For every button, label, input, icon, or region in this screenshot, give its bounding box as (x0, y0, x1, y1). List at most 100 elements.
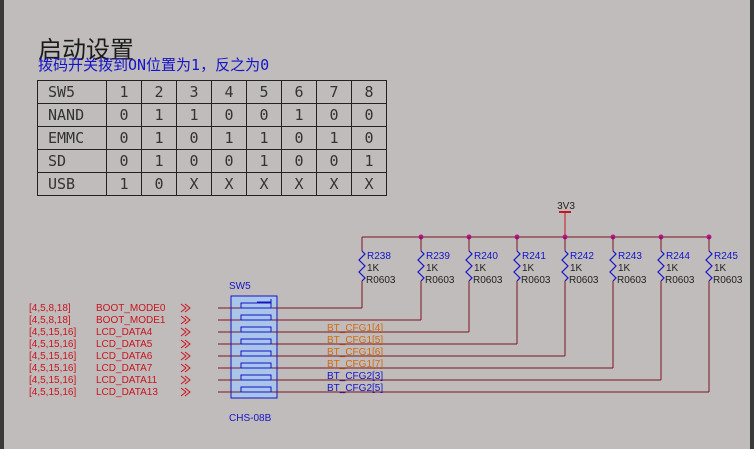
table-header-cell: 1 (106, 80, 142, 104)
resistor-value-label: 1K (426, 263, 439, 274)
switch-contact (240, 374, 272, 381)
table-cell: 1 (141, 149, 177, 173)
net-name-label: LCD_DATA7 (96, 363, 153, 374)
offpage-arrow (184, 375, 191, 385)
net-name-label: LCD_DATA4 (96, 327, 153, 338)
table-cell: X (246, 172, 282, 196)
table-header-row: SW5 1 2 3 4 5 6 7 8 (37, 80, 387, 104)
resistor-ref-label: R238 (367, 251, 391, 262)
boot-cfg-label: BT_CFG1[6] (327, 347, 383, 358)
table-header-cell: 6 (281, 80, 317, 104)
resistor-symbol (465, 250, 473, 282)
table-row: SD 0 1 0 0 1 0 0 1 (37, 149, 387, 173)
boot-cfg-label: BT_CFG1[5] (327, 335, 383, 346)
boot-cfg-label: BT_CFG2[5] (327, 383, 383, 394)
resistor-value-label: 1K (474, 263, 487, 274)
table-cell: 1 (281, 103, 317, 127)
resistor-ref-label: R242 (570, 251, 594, 262)
table-row: EMMC 0 1 0 1 1 0 1 0 (37, 126, 387, 150)
offpage-arrow (184, 303, 191, 313)
net-name-label: BOOT_MODE1 (96, 315, 166, 326)
net-sheet-ref: [4,5,15,16] (29, 387, 76, 398)
switch-contact (240, 314, 272, 321)
switch-contact (240, 326, 272, 333)
net-sheet-ref: [4,5,8,18] (29, 303, 71, 314)
page-title: 启动设置 (38, 36, 134, 64)
table-cell: 0 (211, 103, 247, 127)
table-cell: 0 (246, 103, 282, 127)
offpage-arrow (184, 327, 191, 337)
table-cell: EMMC (37, 126, 107, 150)
offpage-arrow (184, 339, 191, 349)
offpage-arrow (180, 327, 187, 337)
page-subtitle: 拨码开关拨到ON位置为1，反之为0 (38, 56, 270, 74)
table-row: USB 1 0 X X X X X X (37, 172, 387, 196)
offpage-arrow (184, 351, 191, 361)
net-sheet-ref: [4,5,15,16] (29, 327, 76, 338)
resistor-value-label: 1K (714, 263, 727, 274)
power-label: 3V3 (557, 201, 575, 212)
boot-cfg-label: BT_CFG1[7] (327, 359, 383, 370)
offpage-arrow (184, 363, 191, 373)
offpage-arrow (180, 351, 187, 361)
resistor-value-label: 1K (666, 263, 679, 274)
resistor-symbol (657, 250, 665, 282)
resistor-package-label: R0603 (617, 275, 647, 286)
resistor-value-label: 1K (522, 263, 535, 274)
table-cell: 0 (106, 126, 142, 150)
offpage-arrow (184, 315, 191, 325)
offpage-arrow (180, 375, 187, 385)
net-sheet-ref: [4,5,15,16] (29, 351, 76, 362)
resistor-value-label: 1K (570, 263, 583, 274)
resistor-package-label: R0603 (425, 275, 455, 286)
table-cell: X (281, 172, 317, 196)
right-edge-bar (750, 0, 754, 449)
resistor-symbol (609, 250, 617, 282)
table-cell: 1 (351, 149, 387, 173)
switch-contact (240, 350, 272, 357)
net-sheet-ref: [4,5,15,16] (29, 363, 76, 374)
offpage-arrow (180, 303, 187, 313)
resistor-package-label: R0603 (473, 275, 503, 286)
boot-cfg-label: BT_CFG1[4] (327, 323, 383, 334)
switch-contact (240, 362, 272, 369)
switch-ref-label: SW5 (229, 281, 251, 292)
table-cell: 0 (211, 149, 247, 173)
resistor-symbol (705, 250, 713, 282)
switch-contact (240, 302, 272, 309)
resistor-ref-label: R239 (426, 251, 450, 262)
net-name-label: LCD_DATA11 (96, 375, 158, 386)
resistor-ref-label: R244 (666, 251, 690, 262)
net-sheet-ref: [4,5,8,18] (29, 315, 71, 326)
net-sheet-ref: [4,5,15,16] (29, 375, 76, 386)
resistor-package-label: R0603 (569, 275, 599, 286)
table-cell: X (211, 172, 247, 196)
offpage-arrow (184, 387, 191, 397)
offpage-arrow (180, 387, 187, 397)
table-cell: 1 (106, 172, 142, 196)
resistor-ref-label: R245 (714, 251, 738, 262)
resistor-value-label: 1K (618, 263, 631, 274)
boot-cfg-label: BT_CFG2[3] (327, 371, 383, 382)
switch-body (230, 295, 278, 399)
net-name-label: LCD_DATA13 (96, 387, 158, 398)
switch-contact (240, 386, 272, 393)
offpage-arrow (180, 363, 187, 373)
switch-part-label: CHS-08B (229, 413, 272, 424)
table-cell: X (351, 172, 387, 196)
resistor-package-label: R0603 (366, 275, 396, 286)
resistor-package-label: R0603 (665, 275, 695, 286)
resistor-package-label: R0603 (713, 275, 743, 286)
offpage-arrow (180, 315, 187, 325)
net-name-label: LCD_DATA6 (96, 351, 153, 362)
boot-config-table: SW5 1 2 3 4 5 6 7 8 NAND 0 1 1 0 0 1 0 0… (37, 80, 387, 196)
table-cell: SD (37, 149, 107, 173)
net-name-label: LCD_DATA5 (96, 339, 153, 350)
table-cell: 0 (281, 126, 317, 150)
table-cell: X (176, 172, 212, 196)
resistor-ref-label: R240 (474, 251, 498, 262)
left-edge-bar (0, 0, 4, 449)
resistor-symbol (513, 250, 521, 282)
resistor-ref-label: R241 (522, 251, 546, 262)
